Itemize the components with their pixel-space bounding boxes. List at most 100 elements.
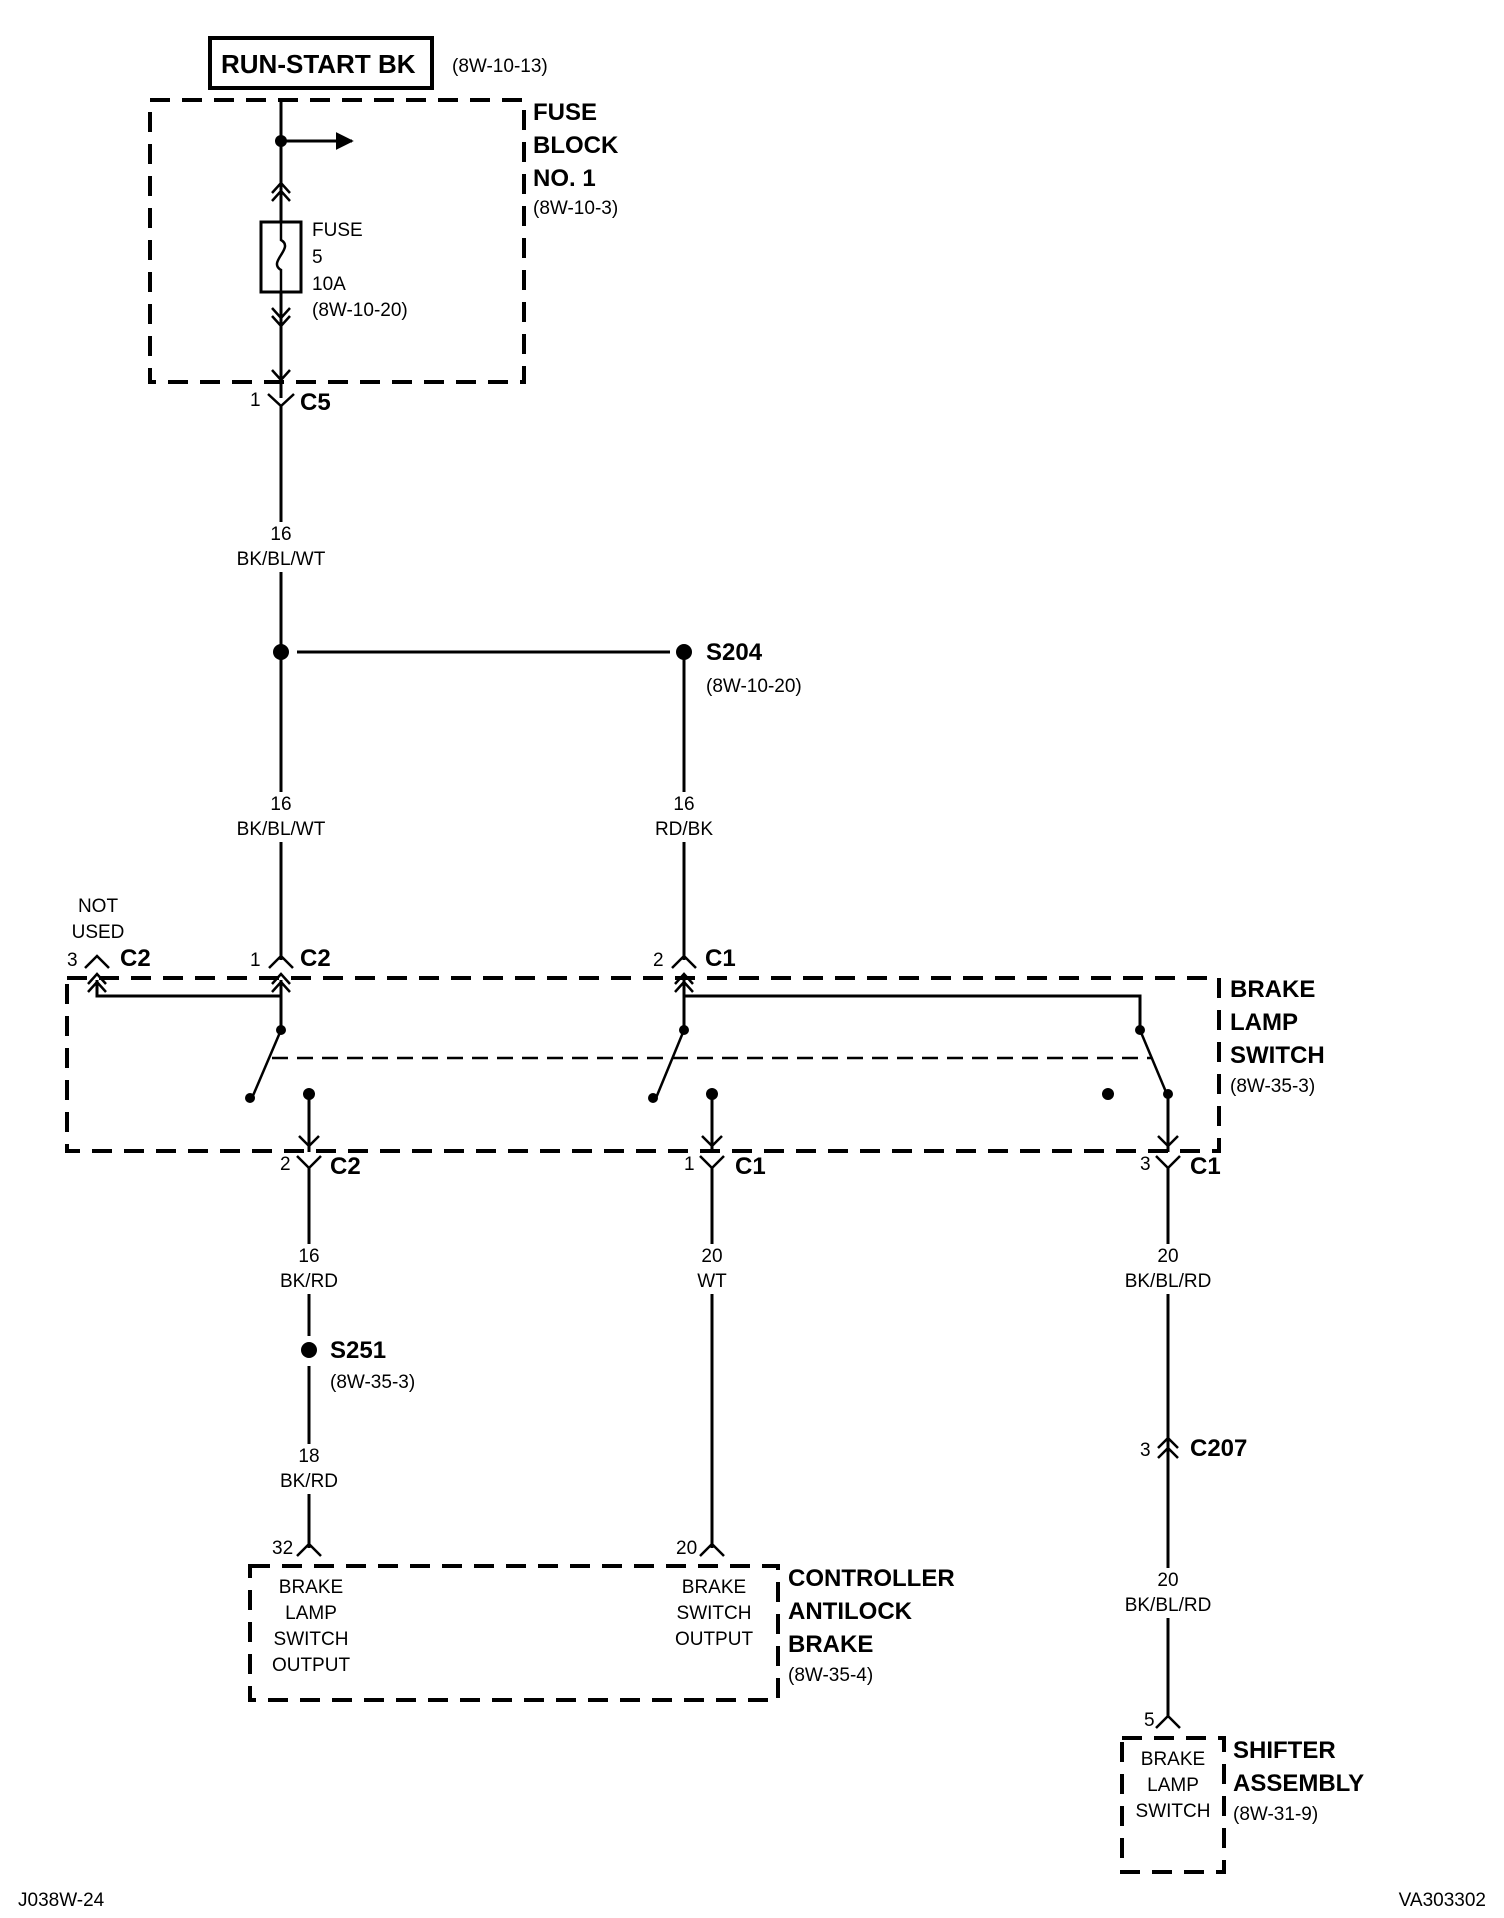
sw-c1-pin3: 3 [1140, 1154, 1151, 1175]
wire-2-color: BK/BL/WT [237, 819, 326, 840]
wire-8-color: BK/BL/RD [1125, 1595, 1212, 1616]
wire-5-gauge: 20 [701, 1246, 722, 1267]
abs-pin32: 32 [272, 1538, 293, 1559]
c5-name: C5 [300, 389, 331, 416]
switch-blade-1 [250, 1029, 283, 1099]
brake-lamp-switch-box [65, 976, 1221, 1153]
svg-text:SWITCH: SWITCH [677, 1603, 752, 1624]
shifter-pin-label: BRAKE LAMP SWITCH [1136, 1749, 1211, 1822]
fuse-5-label: FUSE 5 10A (8W-10-20) [312, 220, 408, 321]
svg-text:(8W-35-4): (8W-35-4) [788, 1665, 873, 1686]
fuse-element [275, 222, 287, 292]
fuse-input-chevron [271, 181, 291, 202]
brake-lamp-switch-title: BRAKE LAMP SWITCH (8W-35-3) [1230, 976, 1325, 1097]
wire-7-color: BK/RD [280, 1471, 338, 1492]
shifter-pin5: 5 [1144, 1710, 1155, 1731]
wire-1-color: BK/BL/WT [237, 549, 326, 570]
svg-text:FUSE: FUSE [533, 99, 597, 126]
svg-text:(8W-35-3): (8W-35-3) [1230, 1076, 1315, 1097]
sw-c2-pin2-symbol [296, 1155, 322, 1170]
svg-text:NO. 1: NO. 1 [533, 165, 596, 192]
sw-c2-pin2-name: C2 [330, 1153, 361, 1180]
switch-blade-3 [1138, 1029, 1168, 1093]
not-used-label: NOT [78, 896, 119, 917]
svg-text:LAMP: LAMP [1147, 1775, 1199, 1796]
footer-right-code: VA303302 [1399, 1890, 1486, 1911]
svg-text:ANTILOCK: ANTILOCK [788, 1598, 913, 1625]
abs-pin20-label: BRAKE SWITCH OUTPUT [675, 1577, 754, 1650]
svg-text:BRAKE: BRAKE [788, 1631, 873, 1658]
svg-text:FUSE: FUSE [312, 220, 363, 241]
s204-ref: (8W-10-20) [706, 676, 802, 697]
wire-5-color: WT [697, 1271, 727, 1292]
sw-c1-pin3-symbol [1155, 1155, 1181, 1170]
wire-4-color: BK/RD [280, 1271, 338, 1292]
sw-c2-pin2: 2 [280, 1154, 291, 1175]
svg-text:5: 5 [312, 247, 323, 268]
svg-text:BRAKE: BRAKE [682, 1577, 746, 1598]
sw-c1-pin3-name: C1 [1190, 1153, 1221, 1180]
wire-3-color: RD/BK [655, 819, 713, 840]
fuse-block-box [148, 98, 526, 384]
svg-text:SWITCH: SWITCH [1230, 1042, 1325, 1069]
s251-ref: (8W-35-3) [330, 1372, 415, 1393]
abs-controller-title: CONTROLLER ANTILOCK BRAKE (8W-35-4) [788, 1565, 955, 1686]
abs-pin32-label: BRAKE LAMP SWITCH OUTPUT [272, 1577, 351, 1676]
svg-text:(8W-10-20): (8W-10-20) [312, 300, 408, 321]
shifter-pin5-symbol [1155, 1714, 1181, 1729]
svg-text:OUTPUT: OUTPUT [272, 1655, 351, 1676]
sw-c2-pin1-name: C2 [300, 945, 331, 972]
shifter-assembly-title: SHIFTER ASSEMBLY (8W-31-9) [1233, 1737, 1364, 1825]
abs-pin20-symbol [699, 1542, 725, 1557]
svg-text:BRAKE: BRAKE [1230, 976, 1315, 1003]
sw-c1-pin1-name: C1 [735, 1153, 766, 1180]
c207-connector-symbol [1157, 1436, 1179, 1459]
wire-1-gauge: 16 [270, 524, 291, 545]
wire-4-gauge: 16 [298, 1246, 319, 1267]
svg-text:CONTROLLER: CONTROLLER [788, 1565, 955, 1592]
shifter-assembly-box [1120, 1736, 1226, 1874]
run-start-label-box [208, 36, 434, 90]
svg-text:LAMP: LAMP [1230, 1009, 1298, 1036]
not-used-label-2: USED [72, 922, 125, 943]
svg-text:BRAKE: BRAKE [279, 1577, 343, 1598]
run-start-ref: (8W-10-13) [452, 56, 548, 77]
sw-c1-pin2-symbol [671, 954, 697, 969]
wire-7-gauge: 18 [298, 1446, 319, 1467]
svg-text:SWITCH: SWITCH [274, 1629, 349, 1650]
switch-internal-jumper-c2 [95, 980, 281, 998]
svg-text:10A: 10A [312, 274, 346, 295]
footer-left-code: J038W-24 [18, 1890, 105, 1911]
svg-text:SWITCH: SWITCH [1136, 1801, 1211, 1822]
run-start-label: RUN-START BK [221, 49, 416, 79]
c207-name: C207 [1190, 1435, 1247, 1462]
sw-c2-pin1: 1 [250, 950, 261, 971]
svg-text:OUTPUT: OUTPUT [675, 1629, 754, 1650]
s251-splice-dot [301, 1342, 317, 1358]
svg-text:(8W-10-3): (8W-10-3) [533, 198, 618, 219]
sw-c1-pin1: 1 [684, 1154, 695, 1175]
sw-c2-pin3: 3 [67, 950, 78, 971]
sw-c2-pin3-name: C2 [120, 945, 151, 972]
svg-text:LAMP: LAMP [285, 1603, 337, 1624]
svg-text:BRAKE: BRAKE [1141, 1749, 1205, 1770]
wire-2-gauge: 16 [270, 794, 291, 815]
sw-c2-pin3-symbol [84, 954, 110, 969]
c5-pin: 1 [250, 390, 261, 411]
s204-name: S204 [706, 639, 763, 666]
svg-text:ASSEMBLY: ASSEMBLY [1233, 1770, 1364, 1797]
wire-8-gauge: 20 [1157, 1570, 1178, 1591]
sw-c2-pin1-symbol [268, 954, 294, 969]
abs-pin20: 20 [676, 1538, 697, 1559]
fuse-output-chevron [271, 307, 291, 328]
svg-text:SHIFTER: SHIFTER [1233, 1737, 1336, 1764]
s251-name: S251 [330, 1337, 386, 1364]
abs-pin32-symbol [296, 1542, 322, 1557]
c207-pin: 3 [1140, 1440, 1151, 1461]
wire-6-color: BK/BL/RD [1125, 1271, 1212, 1292]
sw-c1-pin1-symbol [699, 1155, 725, 1170]
wire-3-gauge: 16 [673, 794, 694, 815]
fuse-block-exit-chevron [271, 369, 291, 382]
abs-controller-box [248, 1564, 780, 1702]
